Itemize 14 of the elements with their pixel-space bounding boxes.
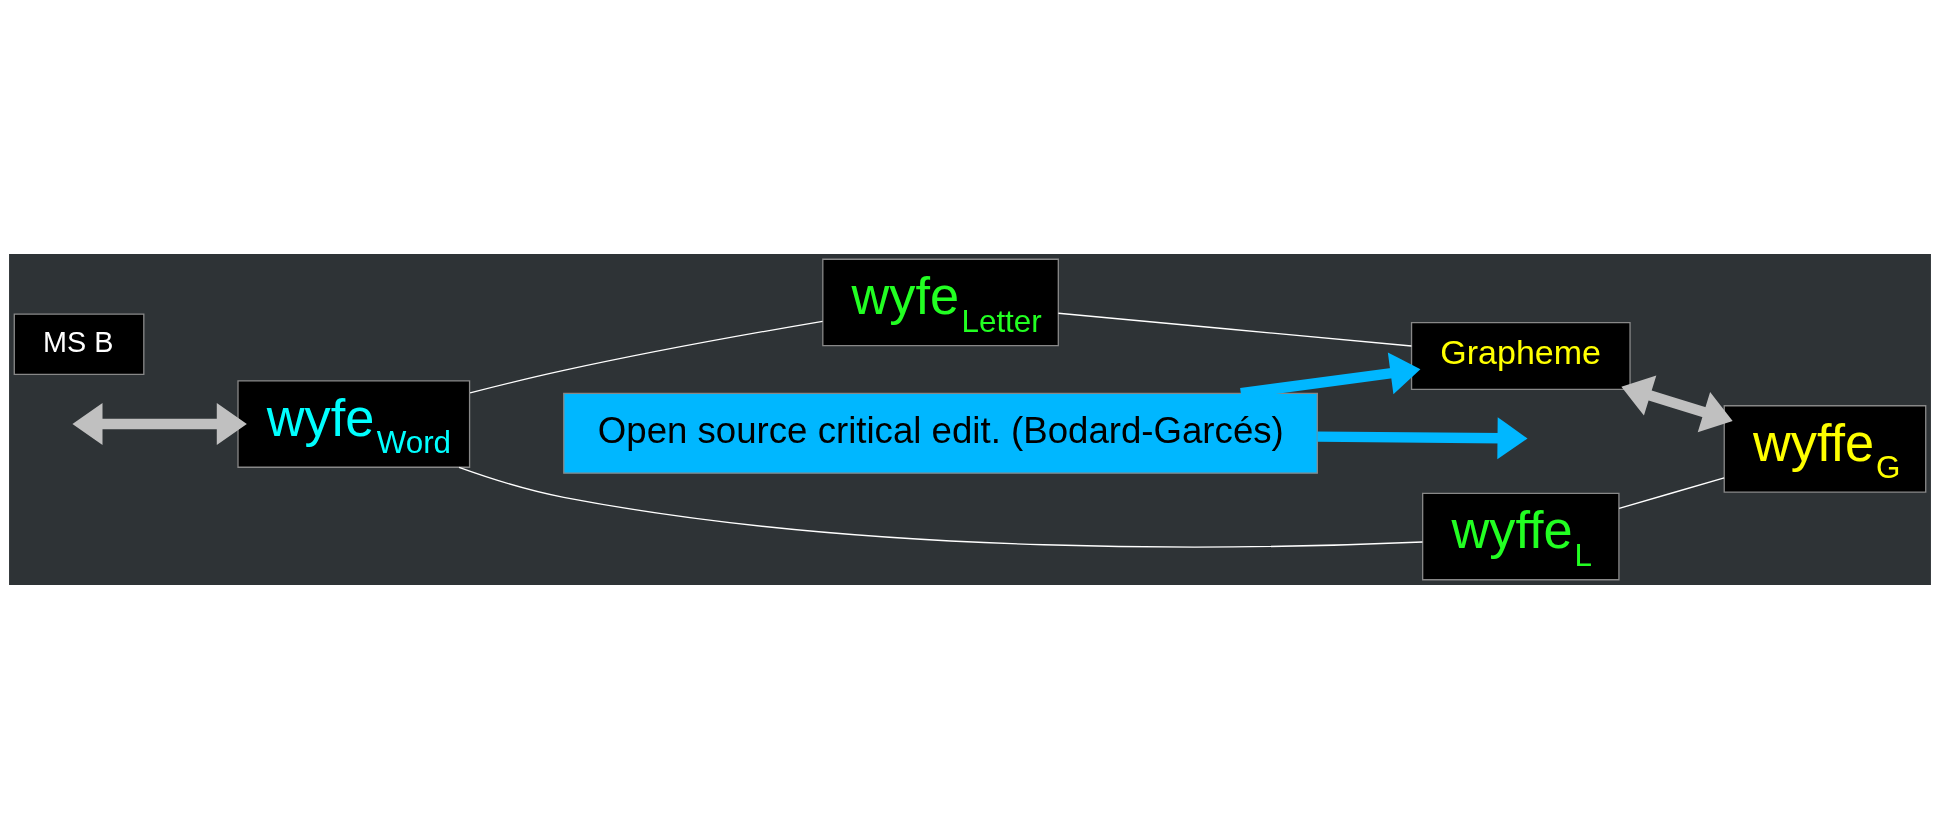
arrow (72, 403, 247, 446)
connector (469, 320, 824, 394)
node-box: Open source critical edit. (Bodard-Garcés) (563, 392, 1318, 474)
connector (1618, 477, 1725, 510)
node-box: wyffe$_{L}$ (1422, 492, 1620, 581)
node-box: Grapheme (1410, 322, 1631, 391)
node-box: wyffe$_{G}$ (1723, 405, 1927, 493)
node-box: wyfe$_{Letter}$ (822, 258, 1059, 347)
arrow (1621, 375, 1733, 433)
node-box: wyfe$_{Word}$ (237, 380, 471, 468)
connector (458, 466, 1424, 548)
arrow (1317, 417, 1528, 460)
connector (1057, 312, 1413, 347)
node-box: MS B (13, 313, 145, 375)
